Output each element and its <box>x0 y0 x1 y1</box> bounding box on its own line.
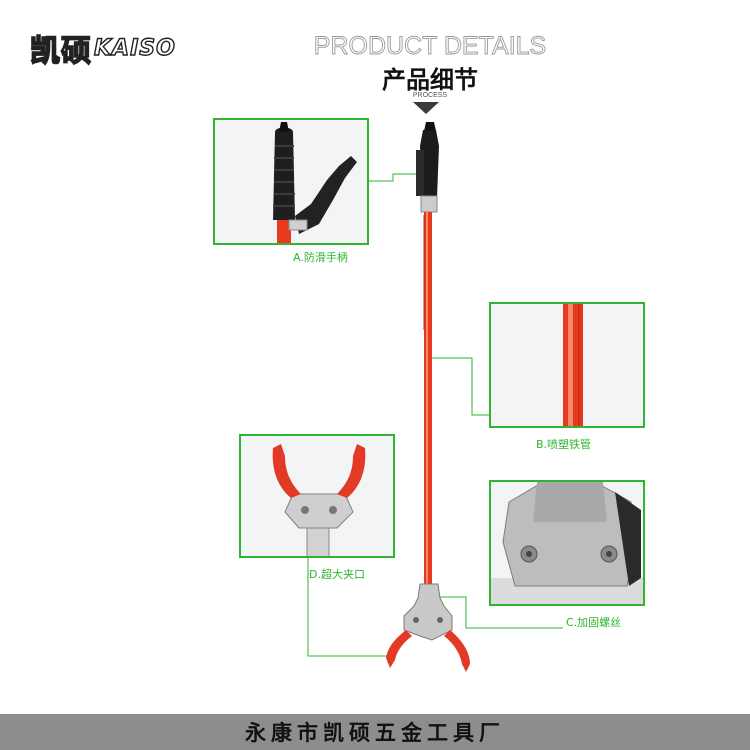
brand-name-cn: 凯硕 <box>29 33 92 70</box>
connector-d <box>307 556 388 657</box>
brand-logo: 凯硕 KAISO <box>29 28 176 70</box>
product-details-title-en: PRODUCT DETAILS <box>313 32 547 61</box>
company-name: 永康市凯硕五金工具厂 <box>245 720 505 745</box>
grabber-head-screw-right <box>437 617 443 623</box>
grabber-shaft-highlight <box>426 212 428 584</box>
grabber-head <box>403 583 453 641</box>
brand-name-en: KAISO <box>93 35 176 61</box>
callout-label-c: C.加固螺丝 <box>566 616 622 629</box>
product-details-title-cn: 产品细节 <box>382 66 478 94</box>
grabber-head-screw-left <box>413 617 419 623</box>
connector-b <box>428 357 490 416</box>
tube-closeup-image <box>491 304 643 426</box>
screws-closeup-image <box>491 482 643 604</box>
grabber-top-grip <box>420 130 439 198</box>
grabber-jaw-left <box>386 630 412 668</box>
grabber-jaw-right <box>444 630 470 672</box>
handle-closeup-image <box>215 120 367 243</box>
grabber-collar <box>420 195 438 213</box>
detail-panel-handle <box>213 118 369 245</box>
jaw-closeup-image <box>241 436 393 556</box>
grabber-trigger-bracket <box>416 150 424 196</box>
callout-label-d: D.超大夹口 <box>309 568 365 581</box>
process-label: PROCESS <box>412 92 448 99</box>
grabber-top-tip <box>424 122 436 131</box>
footer-bar: 永康市凯硕五金工具厂 <box>0 714 750 750</box>
process-arrow-icon <box>413 102 439 114</box>
connector-c <box>431 596 563 629</box>
connector-a <box>369 173 418 182</box>
detail-panel-tube <box>489 302 645 428</box>
callout-label-b: B.喷塑铁管 <box>536 438 592 451</box>
detail-panel-jaw <box>239 434 395 558</box>
detail-panel-screws <box>489 480 645 606</box>
callout-label-a: A.防滑手柄 <box>293 251 348 264</box>
